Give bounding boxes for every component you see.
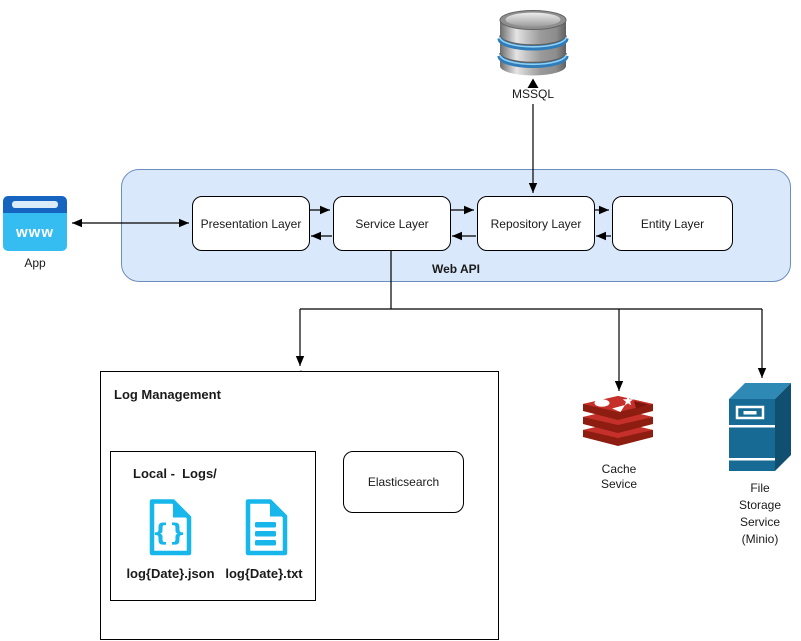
browser-titlebar: [3, 196, 67, 213]
web-api-label: Web API: [431, 262, 480, 276]
service-layer-label: Service Layer: [355, 216, 429, 231]
browser-addressbar: [12, 201, 58, 208]
log-management-label: Log Management: [114, 387, 221, 402]
mssql-label: MSSQL: [511, 87, 554, 101]
app-label: App: [24, 256, 46, 270]
json-file-icon: {}: [149, 499, 192, 556]
browser-www-text: www: [3, 213, 67, 251]
mssql-database-icon: [497, 10, 569, 76]
repository-layer-node: Repository Layer: [477, 196, 595, 251]
app-browser-icon: www: [3, 196, 67, 251]
json-braces-glyph: {}: [152, 519, 186, 547]
txt-file-icon: [245, 499, 288, 556]
file-storage-label: File Storage Service (Minio): [738, 481, 782, 546]
repository-layer-label: Repository Layer: [490, 216, 582, 231]
entity-layer-label: Entity Layer: [640, 216, 705, 231]
cache-service-label: Cache Sevice: [600, 462, 638, 491]
elasticsearch-label: Elasticsearch: [367, 475, 440, 489]
entity-layer-node: Entity Layer: [612, 196, 733, 251]
edge-service-rail: [300, 249, 762, 310]
json-file-label: log{Date}.json: [126, 566, 215, 581]
service-layer-node: Service Layer: [333, 196, 451, 251]
txt-file-label: log{Date}.txt: [225, 566, 303, 581]
minio-storage-icon: [729, 383, 791, 471]
presentation-layer-label: Presentation Layer: [200, 216, 302, 231]
local-logs-label: Local - Logs/: [133, 466, 217, 481]
edge-arrowhead-to-mssql: [527, 78, 539, 88]
elasticsearch-node: Elasticsearch: [343, 451, 464, 513]
redis-cache-icon: [583, 395, 653, 446]
presentation-layer-node: Presentation Layer: [192, 196, 310, 251]
